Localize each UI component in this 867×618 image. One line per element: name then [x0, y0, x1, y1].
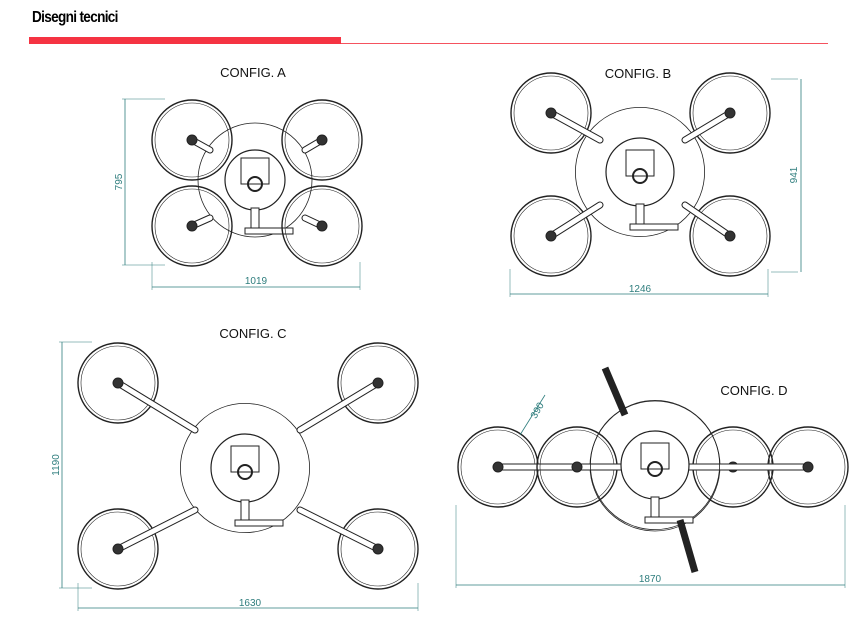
suction-pad-rim: [513, 75, 589, 151]
suction-pad-rim: [80, 345, 156, 421]
dimension-line: [519, 394, 546, 436]
suction-pad-rim: [513, 198, 589, 274]
side-arm: [601, 366, 629, 417]
suction-pad: [77, 508, 159, 590]
pad-arm-fill: [297, 380, 381, 433]
config-a-label: CONFIG. A: [220, 65, 286, 80]
handle-bar: [644, 516, 694, 524]
suction-pad: [510, 195, 592, 277]
pad-hub: [545, 230, 557, 242]
config-b-width-dim: 1246: [629, 284, 652, 295]
pad-arm-fill: [682, 202, 733, 239]
suction-pad-rim: [154, 188, 230, 264]
handle-bar: [234, 519, 284, 527]
suction-pad: [151, 99, 233, 181]
central-body: [620, 430, 690, 500]
config-c-label: CONFIG. C: [219, 326, 286, 341]
central-body: [210, 433, 280, 503]
central-body: [224, 149, 286, 211]
header-rule: [341, 43, 828, 44]
config-d-label: CONFIG. D: [720, 383, 787, 398]
suction-pad: [281, 185, 363, 267]
pad-hub: [112, 543, 124, 555]
handle-bar: [244, 227, 294, 235]
pad-hub: [724, 107, 736, 119]
frame-outline: [590, 399, 721, 530]
rotation-hub: [647, 461, 663, 477]
pad-hub: [571, 461, 583, 473]
suction-pad: [689, 195, 771, 277]
suction-pad: [510, 72, 592, 154]
config-b-height-dim: 941: [789, 166, 800, 183]
config-b-label: CONFIG. B: [605, 66, 671, 81]
suction-pad-rim: [692, 198, 768, 274]
vacuum-unit: [640, 442, 670, 470]
pad-hub: [316, 134, 328, 146]
config-d-width-dim: 1870: [639, 574, 662, 585]
suction-pad: [337, 508, 419, 590]
suction-pad: [77, 342, 159, 424]
suction-pad: [281, 99, 363, 181]
config-a-height-dim: 795: [114, 173, 125, 190]
suction-pad-rim: [154, 102, 230, 178]
config-d-arm-dim: 390: [529, 400, 547, 420]
suction-pad-rim: [284, 188, 360, 264]
pad-hub: [186, 220, 198, 232]
suction-pad-rim: [80, 511, 156, 587]
pad-arm-fill: [682, 110, 733, 143]
pad-arm-fill: [548, 202, 603, 239]
frame-outline: [179, 402, 310, 533]
pad-hub: [372, 543, 384, 555]
config-c-height-dim: 1190: [51, 454, 62, 476]
pad-hub: [724, 230, 736, 242]
suction-pad: [689, 72, 771, 154]
suction-pad-rim: [340, 345, 416, 421]
central-body: [605, 137, 675, 207]
pad-arm-fill: [297, 507, 381, 552]
pad-hub: [492, 461, 504, 473]
handle-stem: [240, 499, 250, 523]
suction-pad: [151, 185, 233, 267]
handle-bar: [629, 223, 679, 231]
config-a-width-dim: 1019: [245, 276, 268, 287]
pad-hub: [316, 220, 328, 232]
vacuum-unit: [625, 149, 655, 177]
config-c-width-dim: 1630: [239, 598, 262, 609]
rotation-hub: [237, 464, 253, 480]
handle-stem: [650, 496, 660, 520]
frame-outline: [575, 107, 706, 237]
side-arm: [676, 519, 699, 573]
header-accent-bar: [29, 37, 341, 44]
pad-hub: [186, 134, 198, 146]
vacuum-unit: [240, 157, 270, 185]
handle-stem: [635, 203, 645, 227]
suction-pad: [337, 342, 419, 424]
vacuum-unit: [230, 445, 260, 473]
suction-pad-rim: [340, 511, 416, 587]
pad-arm-fill: [115, 380, 198, 433]
suction-pad-rim: [284, 102, 360, 178]
pad-arm-fill: [115, 507, 198, 552]
pad-hub: [372, 377, 384, 389]
pad-hub: [545, 107, 557, 119]
suction-pad-rim: [692, 75, 768, 151]
page-title: Disegni tecnici: [32, 9, 118, 26]
rotation-hub: [247, 176, 263, 192]
rotation-hub: [632, 168, 648, 184]
pad-arm-fill: [548, 110, 603, 143]
pad-hub: [802, 461, 814, 473]
pad-hub: [112, 377, 124, 389]
handle-stem: [250, 207, 260, 231]
